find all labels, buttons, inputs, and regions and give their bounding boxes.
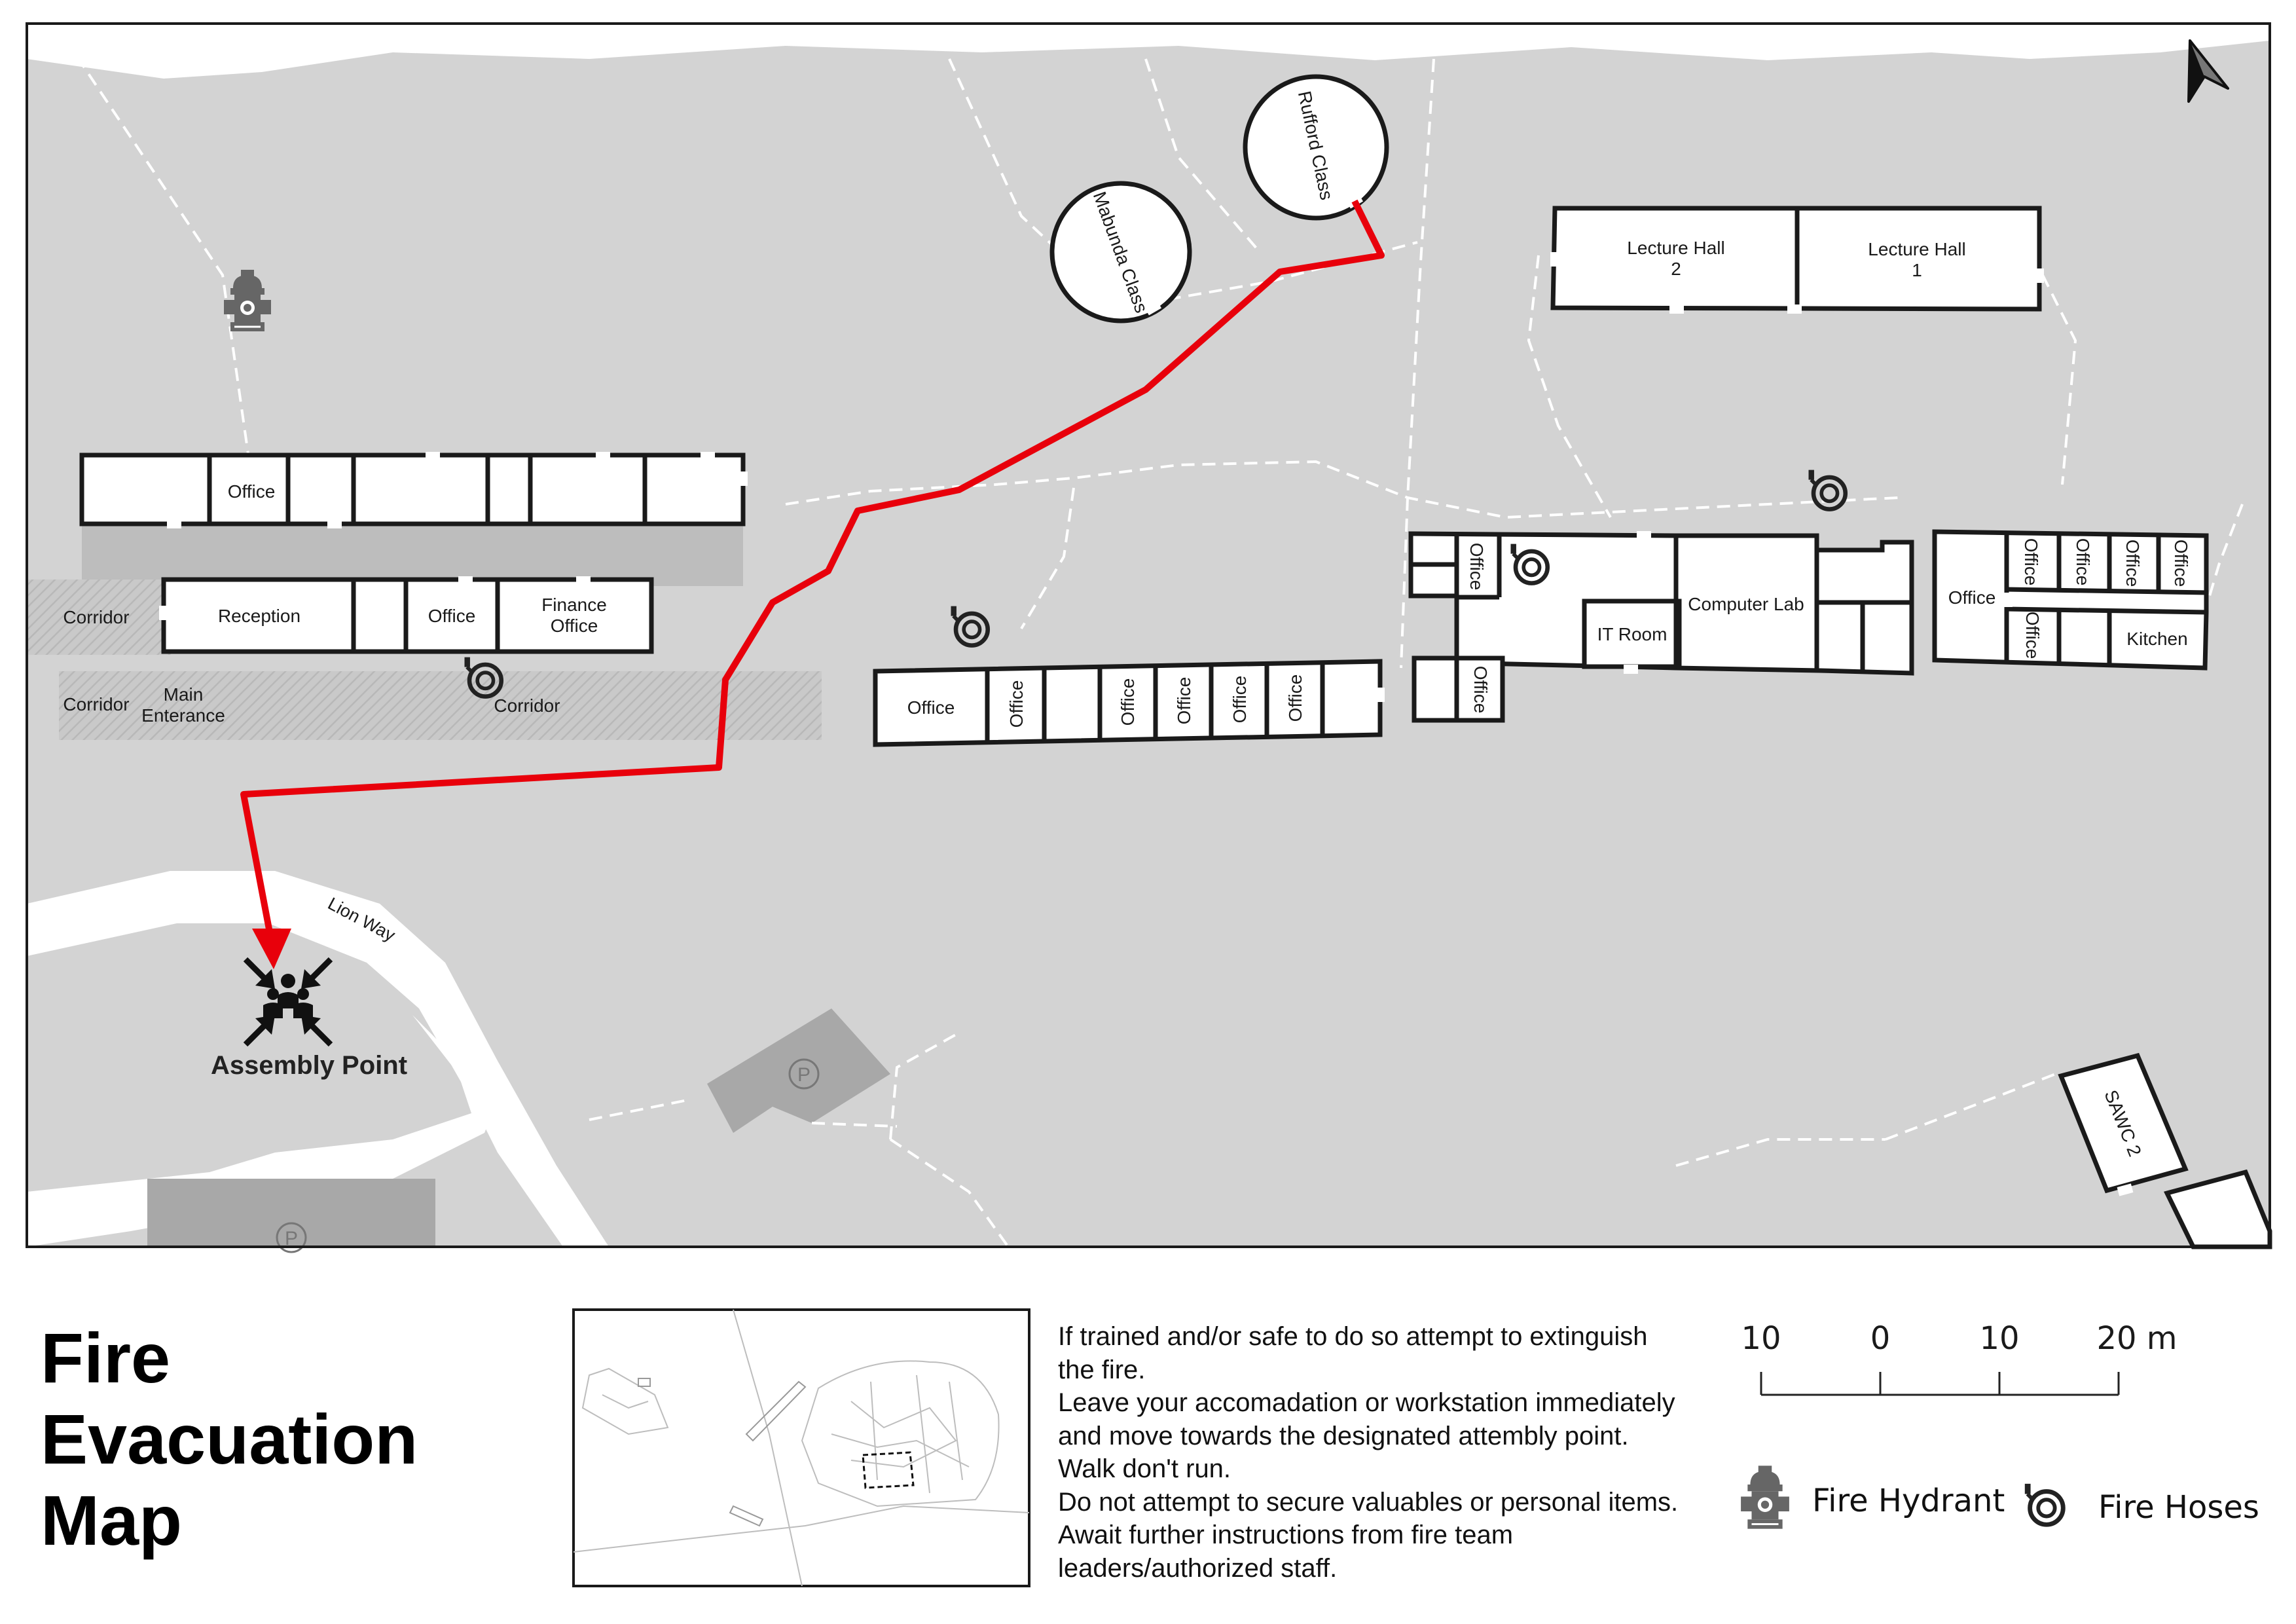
corridor-hatch-west: [27, 580, 171, 655]
instruction-line: the fire.: [1058, 1355, 1146, 1384]
label-lecture-hall-1a: Lecture Hall: [1868, 239, 1965, 259]
overview-inset-map: [572, 1308, 1030, 1587]
label-office-b: Office: [428, 606, 476, 626]
legend-hose-label: Fire Hoses: [2098, 1489, 2259, 1526]
parking-icon: [276, 1222, 307, 1253]
label-main-entrance-1: Main: [164, 684, 204, 705]
north-arrow-icon: [2187, 39, 2229, 103]
assembly-point-icon: [243, 957, 333, 1047]
evacuation-instructions: If trained and/or safe to do so attempt …: [1058, 1320, 1719, 1585]
parking-symbols: P P: [276, 1058, 820, 1253]
parking-icon: [788, 1058, 820, 1090]
parking-label-west: P: [285, 1228, 298, 1249]
label-office-a: Office: [228, 481, 276, 502]
map-title: Fire Evacuation Map: [41, 1318, 564, 1561]
label-office-v7: Office: [1470, 666, 1491, 714]
label-reception: Reception: [218, 606, 301, 626]
label-office-v3: Office: [1174, 677, 1194, 725]
map-title-line-2: Map: [41, 1481, 182, 1560]
footpaths: [64, 38, 2244, 1247]
instruction-line: and move towards the designated attembly…: [1058, 1421, 1629, 1450]
label-computer-lab: Computer Lab: [1688, 594, 1804, 614]
map-frame: [26, 22, 2271, 1248]
label-office-v4: Office: [1230, 676, 1250, 724]
buildings: [79, 74, 2272, 1249]
label-office-v5: Office: [1285, 674, 1305, 722]
legend-hose-icon: [2025, 1484, 2064, 1524]
instruction-line: Leave your accomadation or workstation i…: [1058, 1388, 1675, 1417]
label-office-v1: Office: [1006, 680, 1027, 728]
label-lecture-hall-1b: 1: [1912, 260, 1922, 280]
label-office-c: Office: [907, 697, 955, 718]
label-it-room: IT Room: [1597, 624, 1667, 644]
label-main-entrance-2: Enterance: [141, 705, 225, 726]
label-office-v9: Office: [2073, 538, 2093, 586]
label-corridor-south: Corridor: [63, 694, 129, 714]
instruction-line: Do not attempt to secure valuables or pe…: [1058, 1487, 1679, 1517]
doorways: [159, 193, 2134, 1196]
legend-hydrant-label: Fire Hydrant: [1812, 1483, 2005, 1519]
instruction-line: If trained and/or safe to do so attempt …: [1058, 1322, 1648, 1351]
parking-area-west: [147, 1179, 435, 1247]
label-office-v8: Office: [2021, 538, 2041, 586]
evacuation-route-arrowhead: [252, 929, 291, 969]
instruction-line: Walk don't run.: [1058, 1454, 1231, 1483]
evacuation-route: [240, 199, 1385, 944]
instruction-line: Await further instructions from fire tea…: [1058, 1521, 1514, 1549]
label-finance-2: Office: [551, 616, 598, 636]
scale-tick-label: 10: [1741, 1320, 1781, 1357]
corridor-band-upper: [82, 524, 743, 586]
label-office-v11: Office: [2171, 540, 2191, 587]
label-corridor-east: Corridor: [494, 695, 560, 716]
parking-area-east: [707, 1008, 890, 1133]
label-lecture-hall-2a: Lecture Hall: [1627, 238, 1724, 258]
map-title-line-1: Fire Evacuation: [41, 1318, 418, 1479]
assembly-point-label: Assembly Point: [211, 1051, 407, 1080]
label-office-v12: Office: [2022, 612, 2043, 659]
scale-tick-label: 10: [1979, 1320, 2019, 1357]
building-sawc2: [2058, 1052, 2189, 1194]
label-office-v6: Office: [1467, 543, 1487, 591]
lion-way-road: [27, 871, 609, 1247]
label-finance-1: Finance: [541, 595, 607, 615]
label-lecture-hall-2b: 2: [1671, 259, 1681, 279]
label-office-v10: Office: [2123, 540, 2143, 587]
scale-tick-label: 0: [1870, 1320, 1891, 1357]
legend-hydrant-icon: [1740, 1464, 1791, 1530]
label-corridor-west: Corridor: [63, 607, 129, 627]
building-rufford-class: [1243, 74, 1389, 221]
scale-bar: 10 0 10 20 m: [1741, 1320, 2178, 1396]
instruction-line: leaders/authorized staff.: [1058, 1553, 1338, 1583]
parking-label-east: P: [797, 1064, 811, 1086]
building-admin-north: [79, 452, 746, 526]
label-kitchen: Kitchen: [2126, 629, 2187, 649]
label-office-d: Office: [1948, 587, 1996, 608]
corridor-hatch-main: [59, 671, 822, 740]
scale-tick-label: 20 m: [2096, 1320, 2177, 1357]
label-office-v2: Office: [1118, 678, 1138, 726]
building-mabunda-class: [1049, 181, 1192, 323]
road-south-west: [27, 1015, 498, 1247]
road-north: [27, 24, 2270, 79]
